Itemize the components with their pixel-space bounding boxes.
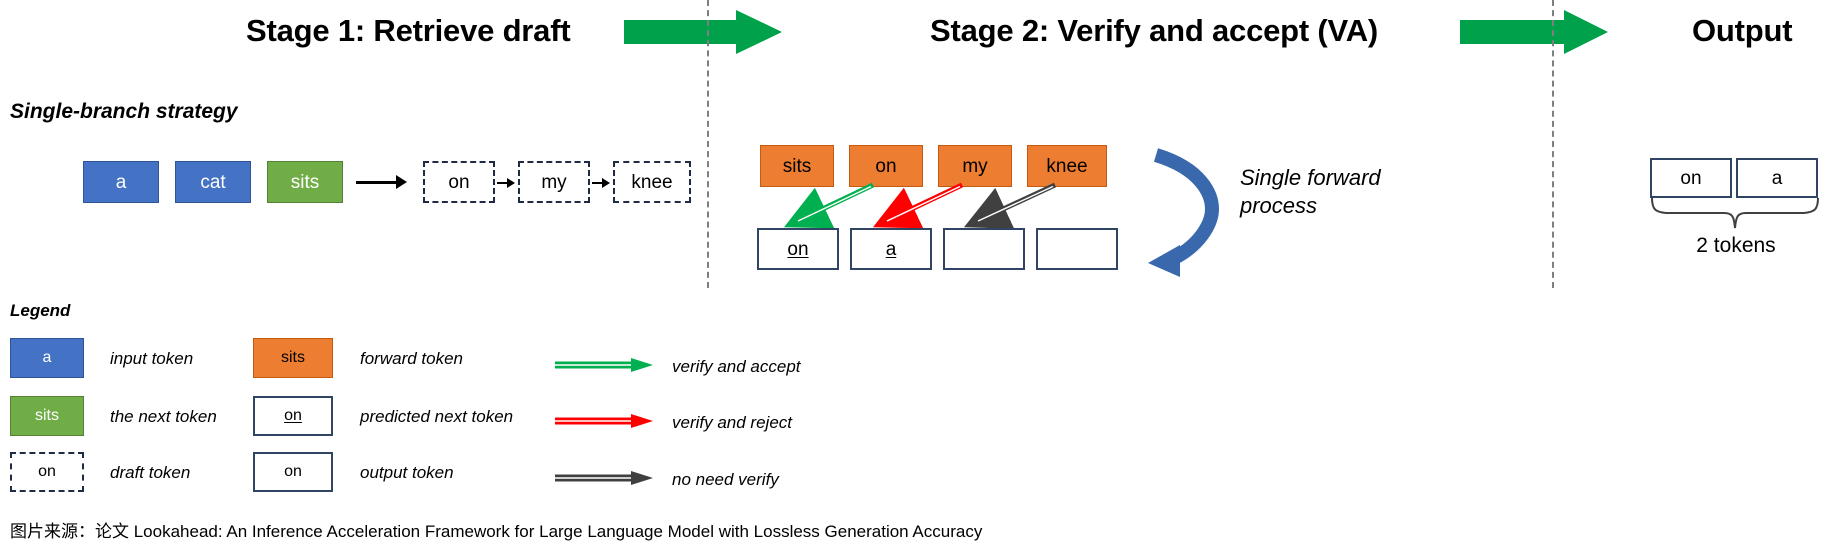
token-text: cat bbox=[200, 171, 226, 193]
legend-swatch-predicted-next-token: on bbox=[253, 396, 333, 436]
stage1-draft-token-knee: knee bbox=[613, 161, 691, 203]
token-text: knee bbox=[1046, 155, 1088, 177]
stage2-forward-token-sits: sits bbox=[760, 145, 834, 187]
legend-label-predicted-next-token: predicted next token bbox=[360, 407, 514, 426]
legend-label-output-token: output token bbox=[360, 463, 454, 482]
legend-arrow-no-need-verify-icon bbox=[555, 470, 655, 486]
legend-swatch-draft-token: on bbox=[10, 452, 84, 492]
stage2-to-output-arrow bbox=[1460, 8, 1610, 56]
stage1-draft-token-my: my bbox=[518, 161, 590, 203]
legend-arrow-verify-reject-icon bbox=[555, 413, 655, 429]
token-text: on bbox=[787, 238, 809, 260]
stage2-forward-token-my: my bbox=[938, 145, 1012, 187]
token-text: a bbox=[115, 171, 127, 193]
stage1-to-stage2-arrow bbox=[624, 8, 784, 56]
process-label-line1: Single forward bbox=[1240, 165, 1381, 190]
token-text: a bbox=[1771, 167, 1783, 189]
stage1-input-token-a: a bbox=[83, 161, 159, 203]
legend-swatch-forward-token: sits bbox=[253, 338, 333, 378]
output-brace bbox=[1646, 196, 1826, 232]
output-title: Output bbox=[1692, 13, 1793, 48]
stage1-next-token-sits: sits bbox=[267, 161, 343, 203]
legend-arrow-verify-accept-icon bbox=[555, 357, 655, 373]
legend-sample-text: on bbox=[284, 463, 302, 480]
stage1-retrieve-arrow bbox=[356, 175, 407, 189]
token-text: on bbox=[1680, 167, 1702, 189]
edge-verify-reject bbox=[872, 182, 964, 229]
stage2-forward-token-on: on bbox=[849, 145, 923, 187]
legend-sample-text: sits bbox=[281, 349, 305, 366]
single-forward-process-label: Single forward process bbox=[1240, 164, 1381, 220]
stage2-forward-token-knee: knee bbox=[1027, 145, 1107, 187]
stage1-draft-link-arrow-2 bbox=[592, 178, 610, 188]
legend-heading: Legend bbox=[10, 301, 71, 320]
legend-label-no-need-verify: no need verify bbox=[672, 470, 779, 489]
divider-stage1-stage2 bbox=[707, 0, 709, 288]
output-count-label: 2 tokens bbox=[1696, 234, 1776, 257]
legend-sample-text: on bbox=[284, 407, 302, 424]
stage2-edge-arrows bbox=[740, 182, 1140, 235]
source-caption: 图片来源：论文 Lookahead: An Inference Accelera… bbox=[10, 522, 983, 541]
legend-sample-text: a bbox=[42, 349, 52, 366]
token-text: on bbox=[875, 155, 897, 177]
legend-swatch-input-token: a bbox=[10, 338, 84, 378]
legend-label-draft-token: draft token bbox=[110, 463, 191, 482]
stage1-draft-link-arrow-1 bbox=[497, 178, 515, 188]
legend-label-verify-accept: verify and accept bbox=[672, 357, 801, 376]
token-text: sits bbox=[290, 171, 320, 193]
legend-swatch-output-token: on bbox=[253, 452, 333, 492]
stage2-title: Stage 2: Verify and accept (VA) bbox=[930, 13, 1379, 48]
stage2-predicted-token-2: a bbox=[850, 228, 932, 270]
edge-verify-accept bbox=[783, 182, 875, 229]
stage2-predicted-token-4 bbox=[1036, 228, 1118, 270]
token-text: knee bbox=[631, 171, 673, 193]
legend-label-next-token: the next token bbox=[110, 407, 217, 426]
token-text: my bbox=[962, 155, 988, 177]
single-forward-process-arrow bbox=[1138, 143, 1228, 278]
legend-label-forward-token: forward token bbox=[360, 349, 463, 368]
legend-swatch-next-token: sits bbox=[10, 396, 84, 436]
stage1-input-token-cat: cat bbox=[175, 161, 251, 203]
token-text: a bbox=[885, 238, 897, 260]
divider-stage2-output bbox=[1552, 0, 1554, 288]
process-label-line2: process bbox=[1240, 193, 1318, 218]
stage2-predicted-token-3 bbox=[943, 228, 1025, 270]
legend-sample-text: sits bbox=[35, 407, 59, 424]
legend-label-input-token: input token bbox=[110, 349, 194, 368]
token-text: my bbox=[541, 171, 567, 193]
stage1-draft-token-on: on bbox=[423, 161, 495, 203]
output-token-a: a bbox=[1736, 158, 1818, 198]
edge-no-need-verify bbox=[963, 182, 1057, 229]
legend-label-verify-reject: verify and reject bbox=[672, 413, 792, 432]
output-token-on: on bbox=[1650, 158, 1732, 198]
token-text: on bbox=[448, 171, 470, 193]
stage1-title: Stage 1: Retrieve draft bbox=[246, 13, 571, 48]
strategy-heading: Single-branch strategy bbox=[10, 100, 238, 123]
legend-sample-text: on bbox=[38, 463, 56, 480]
token-text: sits bbox=[782, 155, 812, 177]
stage2-predicted-token-1: on bbox=[757, 228, 839, 270]
